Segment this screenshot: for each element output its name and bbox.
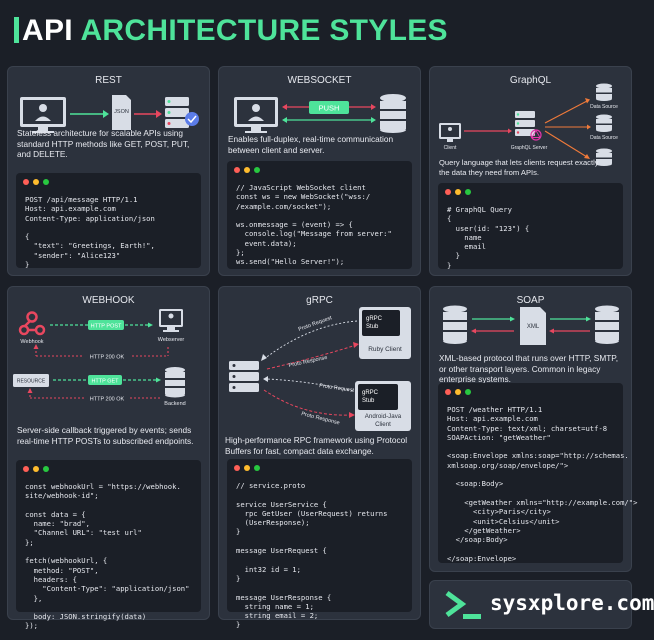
webserver-icon (159, 309, 183, 332)
backend-label: Backend (164, 401, 185, 407)
brand-name: sysxplore.com (490, 591, 654, 615)
data-source-1-label: Data Source (590, 104, 618, 110)
graphql-description: Query language that lets clients request… (439, 158, 599, 177)
webhook-icon (18, 311, 46, 336)
soap-description: XML-based protocol that runs over HTTP, … (439, 353, 619, 384)
terminal-prompt-icon (445, 590, 481, 619)
webserver-label: Webserver (158, 337, 185, 343)
server-database-icon (595, 305, 619, 344)
webhook-card: WEBHOOK Webhook HTTP POST Webserver HTTP… (7, 286, 210, 630)
websocket-code: // JavaScript WebSocket client const ws … (236, 183, 392, 267)
android-stub-line1: gRPC (362, 390, 379, 396)
ruby-stub-line2: Stub (366, 324, 379, 330)
ruby-proto-response-label: Proto Response (288, 355, 328, 369)
websocket-diagram: PUSH (234, 94, 406, 133)
grpc-server-icon (229, 361, 259, 392)
soap-code-block: POST /weather HTTP/1.1 Host: api.example… (438, 383, 637, 563)
xml-document-icon: XML (520, 307, 546, 345)
resource-label: RESOURCE (17, 379, 46, 385)
client-monitor-icon (439, 123, 461, 142)
grpc-code-block: // service.proto service UserService { r… (227, 459, 412, 629)
client-monitor-icon (234, 97, 278, 133)
rest-code: POST /api/message HTTP/1.1 Host: api.exa… (25, 195, 155, 270)
graphql-diagram: Client GraphQL Server Data Source (439, 83, 618, 166)
webhook-title: WEBHOOK (82, 295, 135, 306)
database-icon (380, 94, 406, 133)
android-client-label-1: Android-Java (365, 413, 402, 420)
window-dots (234, 465, 260, 471)
grpc-description: High-performance RPC framework using Pro… (225, 435, 408, 456)
http-200-top-label: HTTP 200 OK (90, 355, 125, 361)
grpc-code: // service.proto service UserService { r… (236, 481, 388, 630)
ruby-stub-line1: gRPC (366, 316, 383, 322)
webhook-code-block: const webhookUrl = "https://webhook. sit… (16, 460, 201, 630)
push-badge (309, 101, 349, 114)
websocket-card: WEBSOCKET PUSH Enables full-duplex, real… (218, 66, 421, 276)
http-200-bottom-label: HTTP 200 OK (90, 397, 125, 403)
websocket-description: Enables full-duplex, real-time communica… (228, 134, 394, 155)
grpc-title: gRPC (306, 295, 333, 306)
data-source-2-label: Data Source (590, 135, 618, 141)
server-icon (165, 97, 199, 128)
soap-diagram: XML (443, 305, 619, 345)
client-database-icon (443, 305, 467, 344)
resource-box (13, 374, 49, 387)
webhook-description: Server-side callback triggered by events… (17, 425, 194, 446)
graphql-title: GraphQL (509, 75, 552, 86)
http-get-badge (88, 375, 122, 385)
backend-database-icon (165, 367, 185, 398)
android-proto-request-label: Proto Request (319, 383, 355, 394)
window-dots (234, 167, 260, 173)
page-title: API ARCHITECTURE STYLES (14, 14, 448, 48)
webhook-label: Webhook (20, 339, 43, 345)
http-post-badge (88, 320, 124, 330)
client-label: Client (444, 145, 457, 151)
json-label: JSON (114, 109, 129, 115)
brand-logo: sysxplore.com (429, 580, 654, 629)
soap-code: POST /weather HTTP/1.1 Host: api.example… (447, 405, 638, 563)
data-source-1-icon (596, 83, 612, 101)
graphql-code: # GraphQL Query { user(id: "123") { name… (447, 205, 530, 270)
soap-title: SOAP (516, 295, 545, 306)
rest-code-block: POST /api/message HTTP/1.1 Host: api.exa… (16, 173, 201, 270)
client-monitor-icon (20, 97, 66, 133)
graphql-server-icon (515, 111, 542, 141)
android-client-label-2: Client (375, 421, 391, 428)
window-dots (445, 189, 471, 195)
android-grpc-stub (358, 384, 398, 410)
rest-diagram: JSON (20, 95, 199, 133)
websocket-title: WEBSOCKET (287, 75, 352, 86)
json-document-icon: JSON (112, 95, 131, 130)
graphql-server-label: GraphQL Server (511, 145, 548, 151)
webhook-diagram: Webhook HTTP POST Webserver HTTP 200 OK … (13, 309, 186, 407)
window-dots (23, 466, 49, 472)
webhook-code: const webhookUrl = "https://webhook. sit… (25, 482, 190, 631)
rest-title: REST (95, 75, 122, 86)
ruby-client-label: Ruby Client (368, 346, 402, 353)
grpc-card: gRPC gRPC Stub Ruby Client gRPC Stub And… (218, 286, 421, 629)
grpc-diagram: gRPC Stub Ruby Client gRPC Stub Android-… (229, 307, 411, 431)
graphql-code-block: # GraphQL Query { user(id: "123") { name… (438, 183, 623, 270)
data-source-3-icon (596, 148, 612, 166)
graphql-card: GraphQL Client GraphQL Server (429, 66, 632, 276)
android-stub-line2: Stub (362, 398, 375, 404)
http-get-label: HTTP GET (91, 379, 119, 385)
xml-label: XML (527, 324, 540, 330)
http-post-label: HTTP POST (91, 324, 122, 330)
push-label: PUSH (319, 104, 340, 113)
title-accent-bar (14, 17, 19, 43)
soap-card: SOAP XML XML-based protocol that runs o (429, 286, 637, 572)
window-dots (23, 179, 49, 185)
data-source-2-icon (596, 114, 612, 132)
window-dots (445, 389, 471, 395)
websocket-code-block: // JavaScript WebSocket client const ws … (227, 161, 412, 269)
ruby-proto-request-label: Proto Request (298, 315, 334, 333)
rest-card: REST JSON Stateless architectu (7, 66, 210, 276)
ruby-grpc-stub (362, 310, 400, 336)
rest-description: Stateless architecture for scalable APIs… (17, 128, 190, 159)
